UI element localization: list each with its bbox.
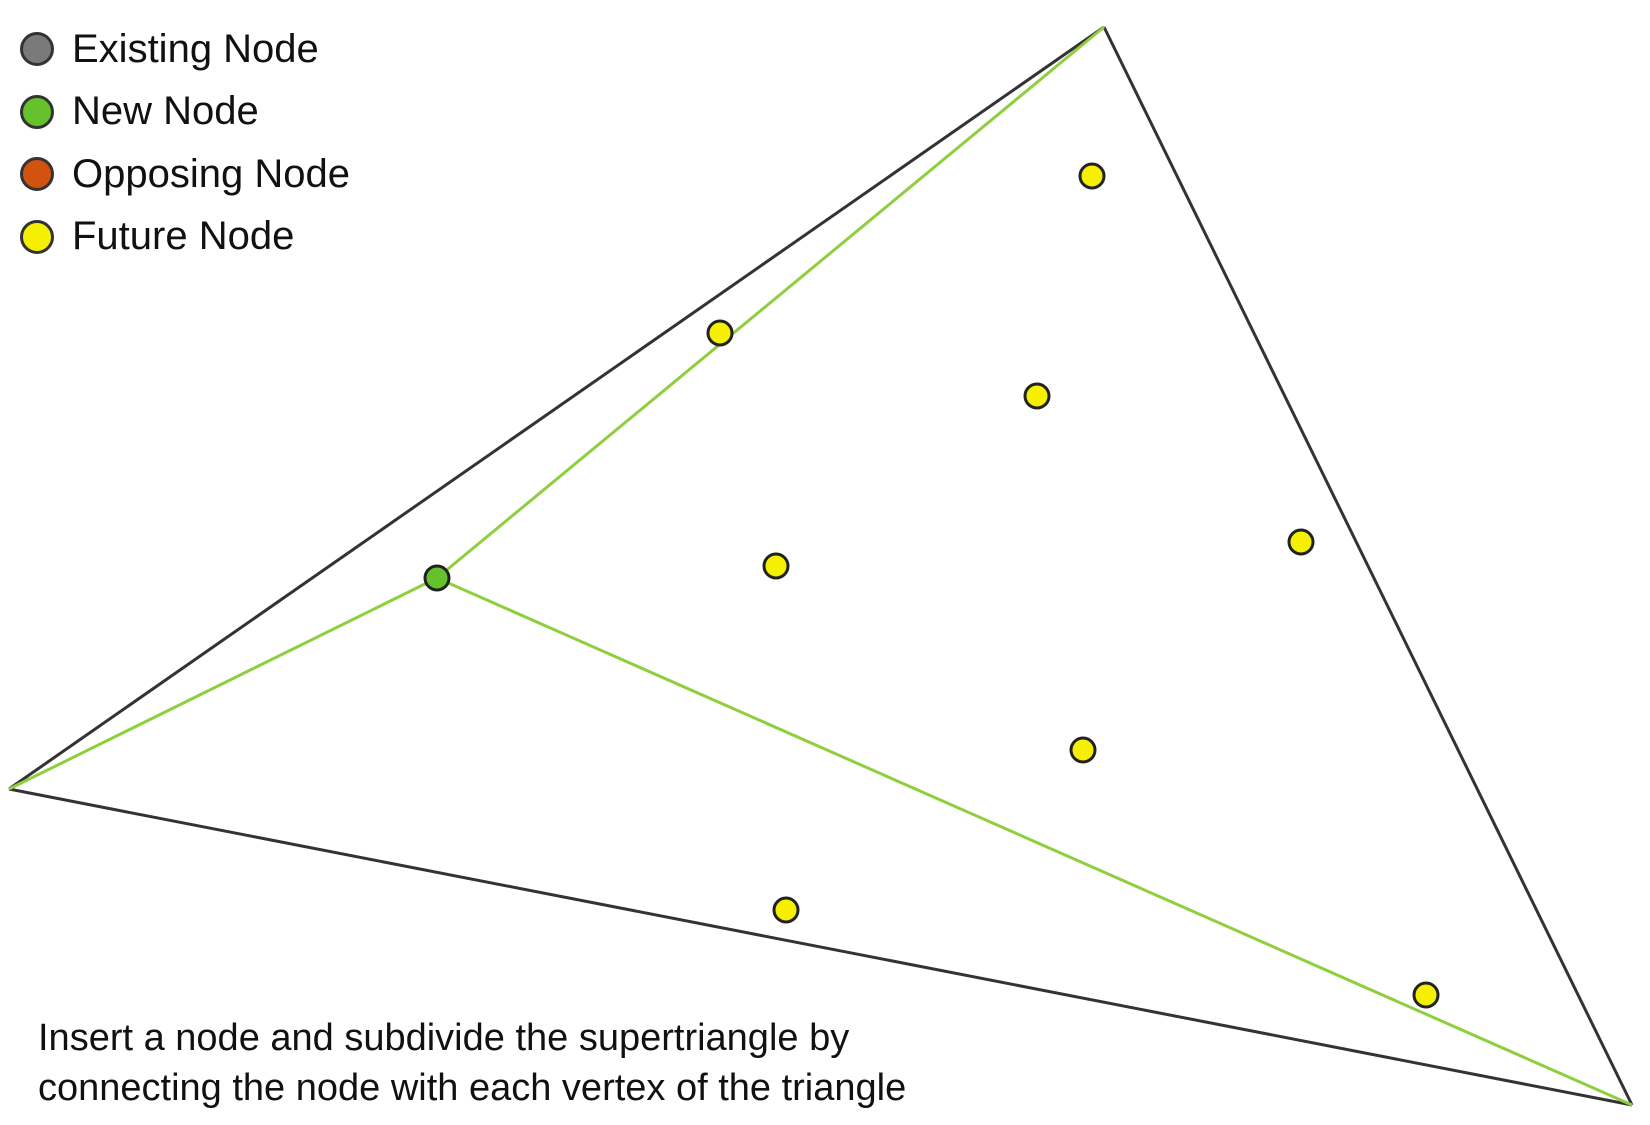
supertriangle-edge-bottom [8, 787, 1633, 1107]
future-node [706, 319, 734, 347]
legend-label: New Node [72, 89, 259, 134]
future-node [1069, 736, 1097, 764]
legend-item-new-node: New Node [20, 81, 350, 144]
future-node [762, 552, 790, 580]
future-node [1412, 981, 1440, 1009]
legend-label: Existing Node [72, 26, 319, 71]
opposing-node-swatch [20, 157, 54, 192]
future-node [1287, 528, 1315, 556]
legend-label: Opposing Node [72, 151, 350, 196]
supertriangle-edge-left [8, 25, 1105, 791]
supertriangle-edge-right [1102, 26, 1634, 1106]
caption: Insert a node and subdivide the supertri… [38, 1013, 906, 1113]
legend-item-existing-node: Existing Node [20, 18, 350, 81]
future-node-swatch [20, 219, 54, 254]
connector-to-bottom-vertex [436, 576, 1633, 1107]
caption-line-1: Insert a node and subdivide the supertri… [38, 1017, 850, 1059]
new-node-connectors [8, 25, 1633, 1107]
future-node [1078, 162, 1106, 190]
supertriangle [8, 25, 1634, 1107]
future-node [772, 896, 800, 924]
caption-line-2: connecting the node with each vertex of … [38, 1067, 907, 1109]
new-node [423, 564, 451, 592]
legend-item-opposing-node: Opposing Node [20, 143, 350, 206]
future-node [1023, 382, 1051, 410]
legend: Existing Node New Node Opposing Node Fut… [20, 18, 350, 268]
existing-node-swatch [20, 32, 54, 67]
connector-to-top-vertex [436, 25, 1105, 580]
legend-label: Future Node [72, 214, 295, 259]
new-node-swatch [20, 94, 54, 129]
legend-item-future-node: Future Node [20, 206, 350, 269]
future-nodes [706, 162, 1440, 1009]
connector-to-left-vertex [8, 576, 438, 791]
